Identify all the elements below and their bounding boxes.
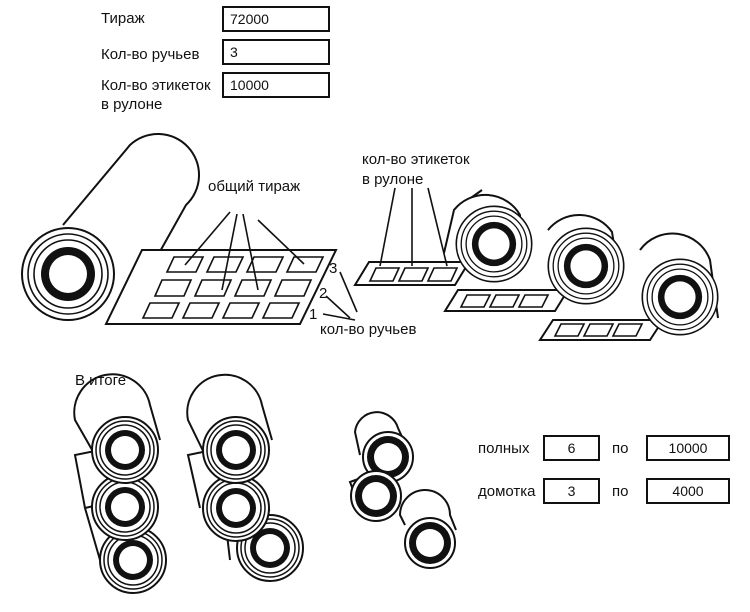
full-rolls-count-input[interactable]: [543, 435, 600, 461]
stream-3: [353, 189, 533, 286]
rewind-rolls-group: [348, 411, 457, 569]
tirazh-label: Тираж: [101, 10, 145, 27]
result-heading: В итоге: [75, 372, 126, 389]
streams-caption: кол-во ручьев: [320, 321, 416, 338]
full-rolls-per-label: по: [612, 440, 629, 457]
full-rolls-group-1: [73, 373, 167, 594]
labels-per-roll-caption-line1: кол-во этикеток: [362, 151, 470, 168]
total-run-label: общий тираж: [208, 178, 300, 195]
label-web-sheet: [104, 211, 358, 325]
tirazh-input[interactable]: [222, 6, 330, 32]
full-rolls-per-value-input[interactable]: [646, 435, 730, 461]
stream-2: [443, 213, 625, 312]
labels-per-roll-label-line2: в рулоне: [101, 96, 163, 113]
stream-number-1: 1: [309, 306, 317, 323]
full-rolls-group-2: [186, 373, 304, 582]
rewind-rolls-per-value-input[interactable]: [646, 478, 730, 504]
streams-input[interactable]: [222, 39, 330, 65]
full-rolls-label: полных: [478, 440, 530, 457]
labels-per-roll-label-line1: Кол-во этикеток: [101, 77, 211, 94]
rewind-rolls-per-label: по: [612, 483, 629, 500]
labels-per-roll-input[interactable]: [222, 72, 330, 98]
stream-1: [538, 232, 719, 341]
stream-number-2: 2: [319, 285, 327, 302]
rewind-rolls-label: домотка: [478, 483, 536, 500]
stream-number-3: 3: [329, 260, 337, 277]
rewind-rolls-count-input[interactable]: [543, 478, 600, 504]
streams-label: Кол-во ручьев: [101, 46, 200, 63]
labels-per-roll-caption-line2: в рулоне: [362, 171, 423, 188]
